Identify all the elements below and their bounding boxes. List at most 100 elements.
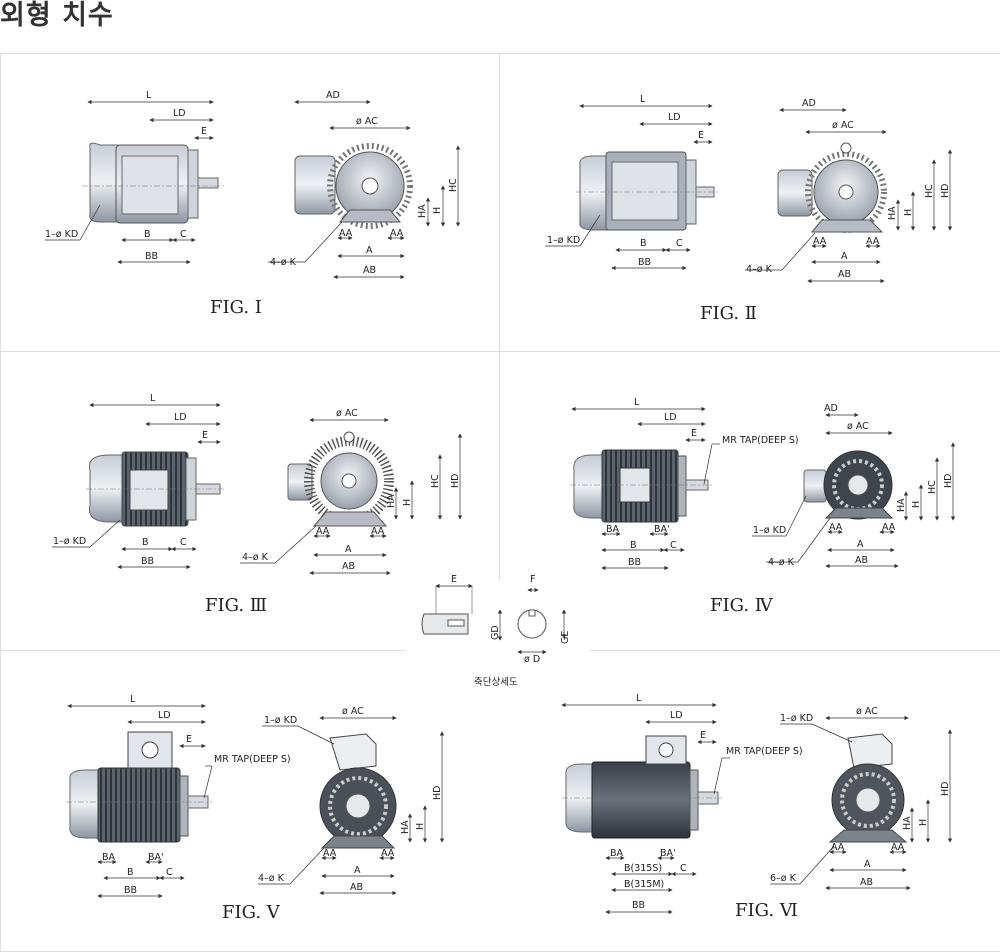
figure-caption-2: FIG. Ⅱ: [700, 303, 758, 324]
dim-KD: 1–ø KD: [53, 536, 86, 547]
dim-E: E: [700, 730, 706, 741]
dim-AA: AA: [813, 236, 827, 247]
fig6-side-view: [561, 702, 730, 915]
dim-AB: AB: [855, 555, 868, 566]
shaft-detail: [405, 580, 590, 666]
dim-AA: AA: [381, 848, 395, 859]
dim-K: 4–ø K: [258, 873, 285, 884]
dim-A: A: [864, 859, 871, 870]
dim-AA: AA: [829, 522, 843, 533]
page-title: 외형 치수: [0, 0, 114, 31]
dim-BA-prime: BA': [148, 852, 164, 863]
dim-BB: BB: [145, 251, 158, 262]
dim-AC: ø AC: [342, 706, 364, 717]
fig4-side-view: [570, 406, 720, 571]
dim-L: L: [634, 397, 640, 408]
dim-BA: BA: [610, 848, 624, 859]
dim-B: B: [640, 238, 647, 249]
dim-HA: HA: [902, 816, 913, 830]
dim-KD: 1–ø KD: [45, 229, 78, 240]
dim-K: 6–ø K: [770, 873, 797, 884]
dim-H: H: [402, 499, 413, 506]
dim-LD: LD: [174, 412, 187, 423]
fig5-front-view: [258, 715, 445, 896]
dim-AA: AA: [323, 848, 337, 859]
dim-C: C: [676, 238, 683, 249]
figure-caption-5: FIG. Ⅴ: [222, 902, 280, 923]
dim-B: B: [144, 229, 151, 240]
dim-HD: HD: [940, 184, 951, 198]
dim-BA-prime: BA': [660, 848, 676, 859]
dim-B: B: [127, 867, 134, 878]
dim-AB: AB: [838, 269, 851, 280]
fig4-front-view: [752, 412, 956, 569]
dim-AA: AA: [390, 228, 404, 239]
dim-KD: 1–ø KD: [547, 235, 580, 246]
dim-LD: LD: [664, 412, 677, 423]
fig6-front-view: [770, 715, 953, 891]
dim-HD: HD: [432, 786, 443, 800]
dim-TAP: MR TAP(DEEP S): [722, 435, 799, 446]
dim-HD: HD: [940, 782, 951, 796]
dim-E: E: [201, 126, 207, 137]
fig2-front-view: [745, 107, 953, 284]
dim-AA: AA: [882, 522, 896, 533]
dim-HD: HD: [450, 474, 461, 488]
dim-BA: BA: [606, 524, 620, 535]
dim-LD: LD: [158, 710, 171, 721]
dim-BA: BA: [102, 852, 116, 863]
dim-AC: ø AC: [856, 706, 878, 717]
dim-H: H: [432, 207, 443, 214]
dim-BB: BB: [141, 556, 154, 567]
dim-GE: GE: [560, 631, 571, 644]
dim-E: E: [691, 428, 697, 439]
dim-A: A: [345, 544, 352, 555]
dim-H: H: [918, 819, 929, 826]
shaft-detail-title: 축단상세도: [474, 677, 518, 688]
figure-caption-3: FIG. Ⅲ: [205, 595, 268, 616]
dim-AD: AD: [824, 403, 838, 414]
dim-GD: GD: [490, 625, 501, 640]
dim-HC: HC: [924, 184, 935, 198]
dim-AD: AD: [802, 98, 816, 109]
dim-AA: AA: [371, 526, 385, 537]
dim-HD: HD: [943, 474, 954, 488]
dim-K: 4–ø K: [768, 557, 795, 568]
dim-KD: 1–ø KD: [264, 715, 297, 726]
dim-C: C: [680, 863, 687, 874]
dim-BB: BB: [632, 900, 645, 911]
dim-B-315S: B(315S): [624, 863, 662, 874]
dim-K: 4–ø K: [270, 257, 297, 268]
dim-TAP: MR TAP(DEEP S): [726, 746, 803, 757]
dim-AD: AD: [326, 90, 340, 101]
dim-A: A: [354, 865, 361, 876]
dim-LD: LD: [173, 108, 186, 119]
dim-L: L: [636, 693, 642, 704]
dim-KD: 1–ø KD: [780, 713, 813, 724]
dim-AC: ø AC: [832, 120, 854, 131]
dim-BB: BB: [628, 557, 641, 568]
dim-HC: HC: [927, 480, 938, 494]
figure-caption-4: FIG. Ⅳ: [710, 595, 773, 616]
dim-AB: AB: [860, 877, 873, 888]
dim-AB: AB: [350, 882, 363, 893]
dim-A: A: [857, 539, 864, 550]
dim-L: L: [150, 393, 156, 404]
dim-E: E: [451, 574, 457, 585]
dim-LD: LD: [668, 112, 681, 123]
dim-B: B: [142, 537, 149, 548]
dim-C: C: [166, 867, 173, 878]
fig3-front-view: [240, 417, 463, 576]
dim-F: F: [530, 574, 535, 585]
dim-L: L: [640, 94, 646, 105]
dim-AA: AA: [339, 228, 353, 239]
dim-L: L: [146, 90, 152, 101]
dim-BB: BB: [124, 885, 137, 896]
dim-L: L: [130, 694, 136, 705]
fig1-side-view: [45, 99, 225, 265]
dim-HA: HA: [417, 204, 428, 218]
dim-AC: ø AC: [847, 421, 869, 432]
fig2-side-view: [545, 103, 720, 271]
dim-E: E: [186, 734, 192, 745]
